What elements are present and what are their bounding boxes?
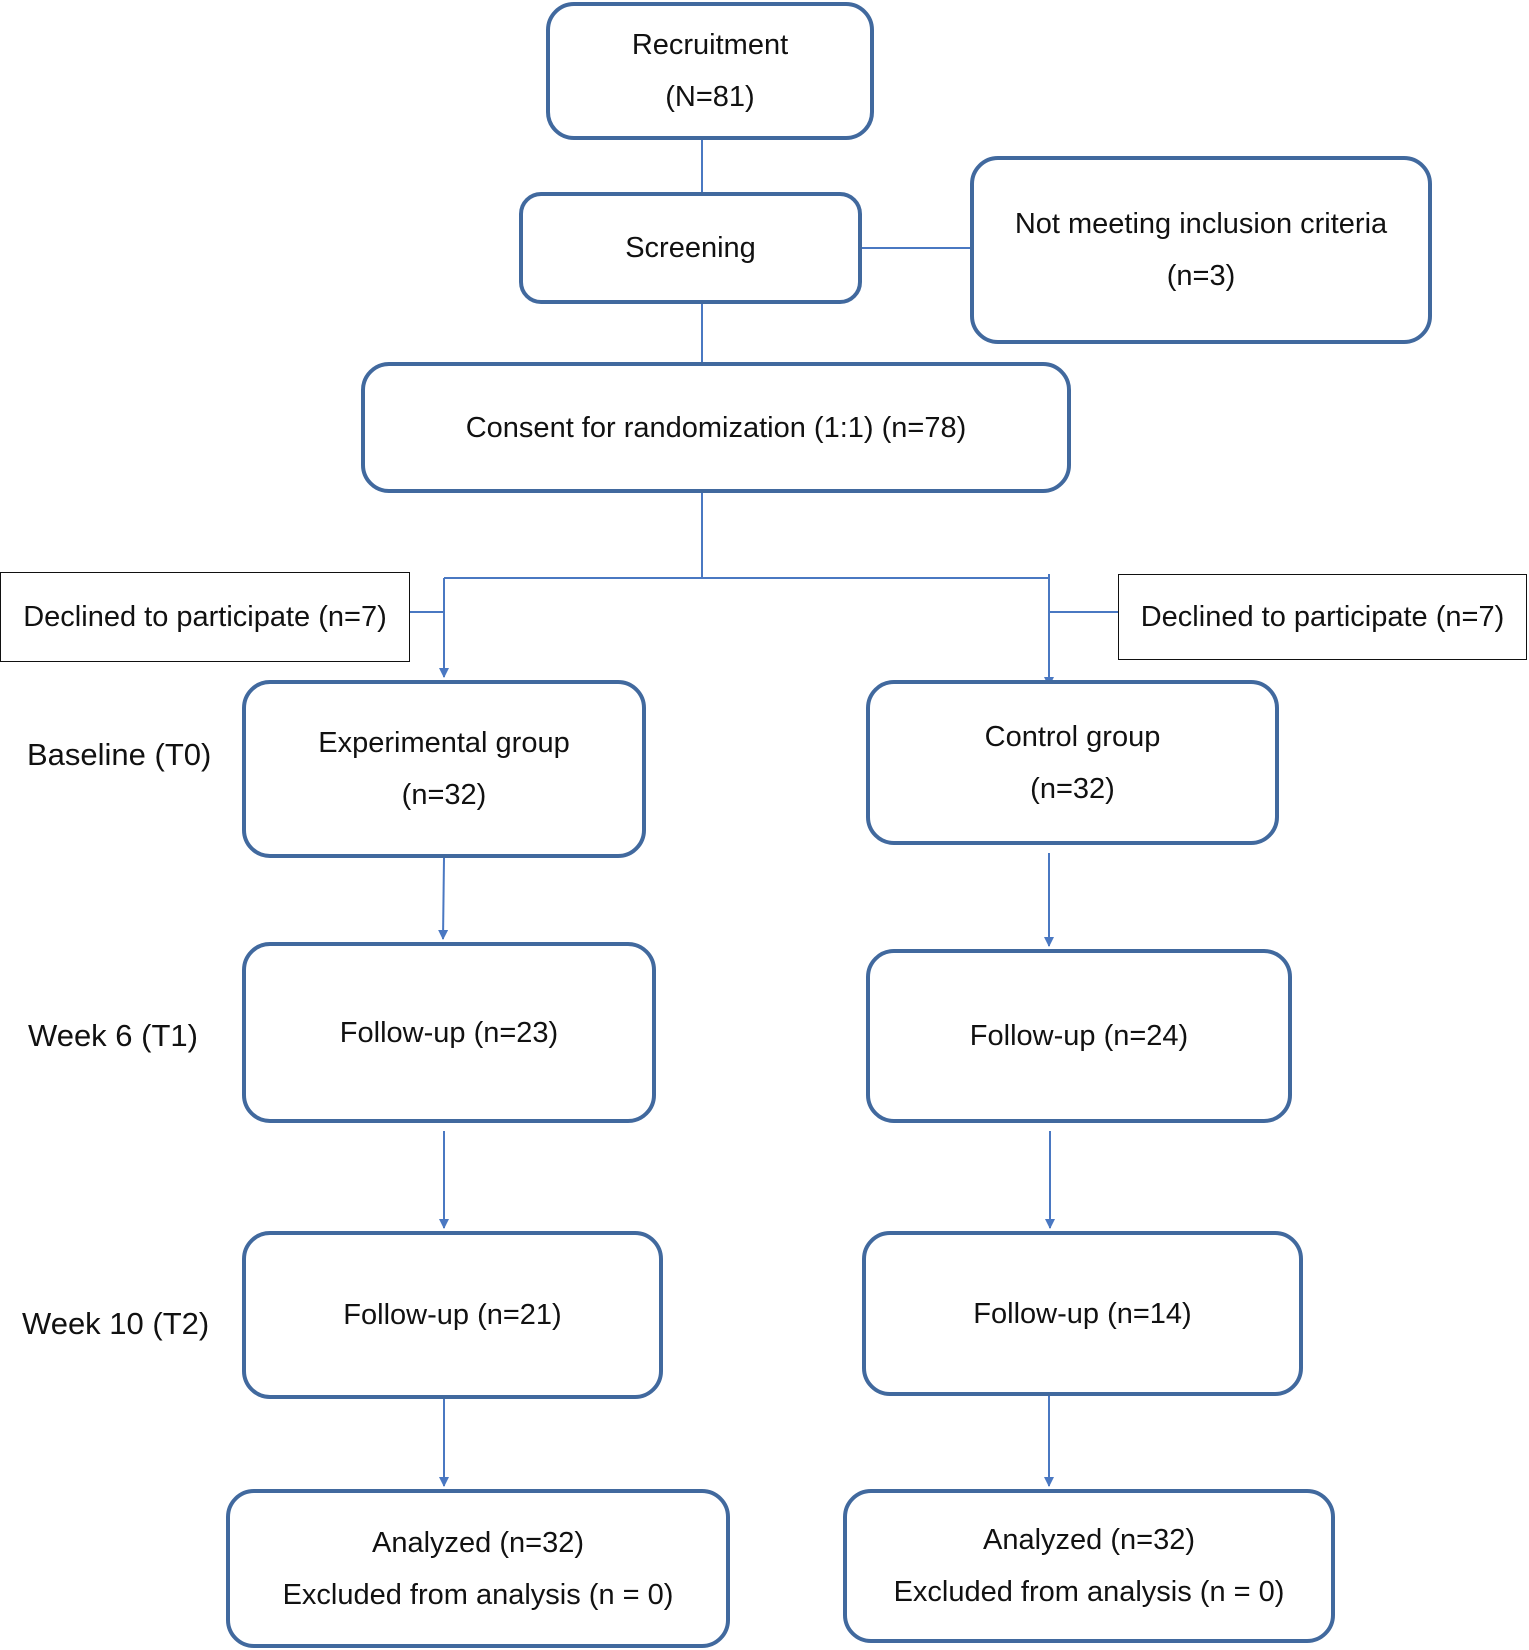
control-excluded-label: Excluded from analysis (n = 0) — [893, 1576, 1285, 1608]
experimental-t1-label: Follow-up (n=23) — [339, 1016, 559, 1049]
declined-right-label: Declined to participate (n=7) — [1140, 601, 1505, 633]
declined-right-box: Declined to participate (n=7) — [1118, 574, 1527, 660]
control-group-label: Control group — [984, 720, 1161, 753]
experimental-analyzed-box: Analyzed (n=32) Excluded from analysis (… — [226, 1489, 730, 1648]
recruitment-label: Recruitment — [631, 29, 789, 61]
control-group-box: Control group (n=32) — [866, 680, 1279, 845]
control-analyzed-label: Analyzed (n=32) — [983, 1524, 1195, 1556]
experimental-analyzed-label: Analyzed (n=32) — [372, 1526, 584, 1559]
consent-label: Consent for randomization (1:1) (n=78) — [465, 411, 967, 444]
experimental-group-label: Experimental group — [318, 727, 570, 759]
control-t1-label: Follow-up (n=24) — [969, 1020, 1189, 1052]
screening-box: Screening — [519, 192, 862, 304]
screening-label: Screening — [625, 232, 756, 264]
experimental-group-count: (n=32) — [401, 779, 487, 811]
experimental-t1-box: Follow-up (n=23) — [242, 942, 656, 1123]
declined-left-box: Declined to participate (n=7) — [0, 572, 410, 662]
consent-box: Consent for randomization (1:1) (n=78) — [361, 362, 1071, 493]
timepoint-baseline: Baseline (T0) — [27, 737, 212, 772]
recruitment-box: Recruitment (N=81) — [546, 2, 874, 140]
exclusion-label: Not meeting inclusion criteria — [1014, 208, 1388, 240]
control-group-count: (n=32) — [1030, 772, 1115, 805]
experimental-group-box: Experimental group (n=32) — [242, 680, 646, 858]
timepoint-week6: Week 6 (T1) — [28, 1018, 198, 1053]
experimental-excluded-label: Excluded from analysis (n = 0) — [282, 1578, 674, 1611]
control-t2-label: Follow-up (n=14) — [973, 1297, 1192, 1330]
declined-left-label: Declined to participate (n=7) — [23, 601, 387, 633]
exclusion-box: Not meeting inclusion criteria (n=3) — [970, 156, 1432, 344]
experimental-t2-box: Follow-up (n=21) — [242, 1231, 663, 1399]
experimental-t2-label: Follow-up (n=21) — [343, 1299, 562, 1331]
recruitment-count: (N=81) — [665, 81, 755, 113]
control-analyzed-box: Analyzed (n=32) Excluded from analysis (… — [843, 1489, 1335, 1643]
timepoint-week10: Week 10 (T2) — [22, 1306, 210, 1341]
arrow-exp-t0-t1 — [438, 857, 449, 940]
control-t1-box: Follow-up (n=24) — [866, 949, 1292, 1123]
exclusion-count: (n=3) — [1166, 260, 1236, 292]
control-t2-box: Follow-up (n=14) — [862, 1231, 1303, 1396]
